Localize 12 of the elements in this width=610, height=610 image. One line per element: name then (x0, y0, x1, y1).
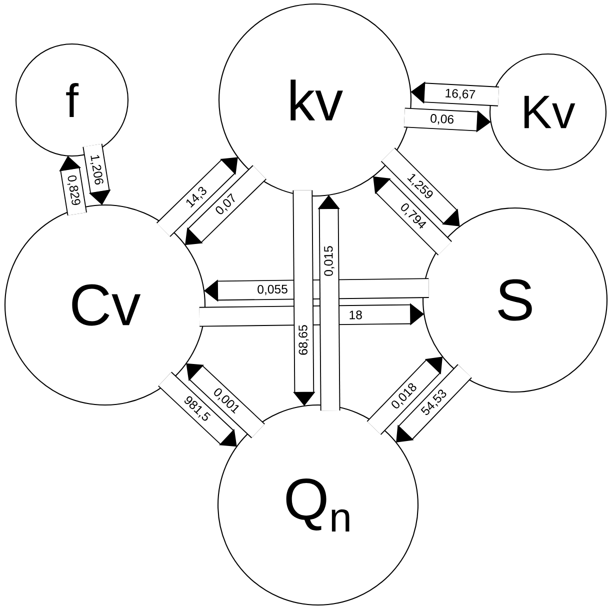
edge-label: 18 (348, 310, 364, 320)
arrow-band (396, 364, 472, 442)
arrow-band (186, 363, 265, 438)
arrow-band (204, 278, 429, 302)
edge-label: 16,67 (444, 88, 476, 101)
arrow-band (292, 190, 316, 406)
arrow-band (158, 372, 237, 447)
arrow-band (318, 195, 340, 411)
arrow-band (156, 157, 238, 237)
edge-label: 0,06 (429, 113, 455, 126)
arrow-band (380, 148, 460, 226)
edge-label: 0,055 (256, 284, 289, 296)
